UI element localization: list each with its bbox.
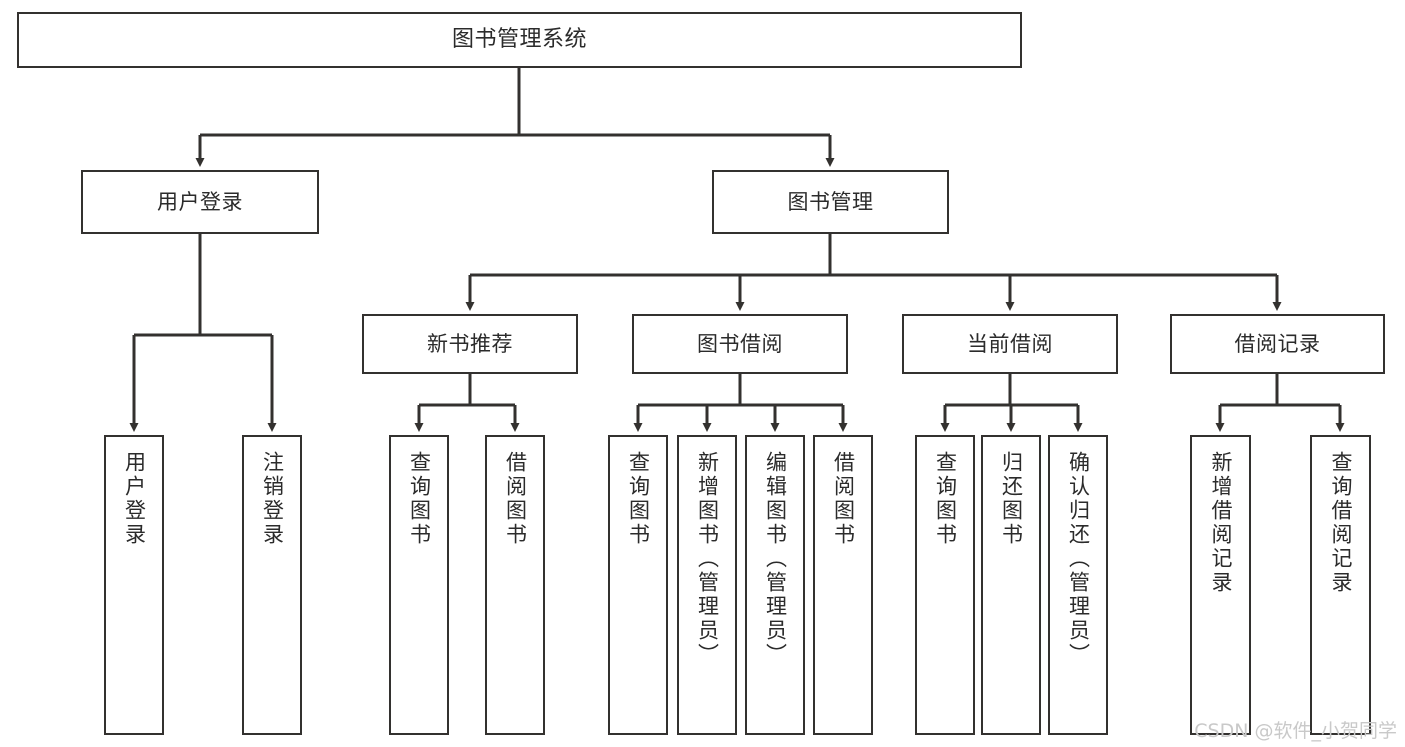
node-book-borrow[interactable]: 图书借阅 bbox=[632, 314, 848, 374]
node-leaf-query-book-1-label: 查询图书 bbox=[407, 451, 432, 547]
node-leaf-borrow-book-2-label: 借阅图书 bbox=[831, 451, 856, 547]
node-leaf-query-record-label: 查询借阅记录 bbox=[1329, 451, 1353, 595]
node-leaf-add-record-label: 新增借阅记录 bbox=[1209, 451, 1233, 595]
node-leaf-confirm-return-label: 确认归还（管理员） bbox=[1066, 451, 1091, 667]
node-leaf-query-book-3[interactable]: 查询图书 bbox=[915, 435, 975, 735]
node-leaf-add-book[interactable]: 新增图书（管理员） bbox=[677, 435, 737, 735]
node-leaf-confirm-return[interactable]: 确认归还（管理员） bbox=[1048, 435, 1108, 735]
node-leaf-query-book-3-label: 查询图书 bbox=[933, 451, 958, 547]
node-leaf-add-book-label: 新增图书（管理员） bbox=[695, 451, 720, 667]
node-root[interactable]: 图书管理系统 bbox=[17, 12, 1022, 68]
node-book-borrow-label: 图书借阅 bbox=[697, 331, 783, 356]
node-leaf-user-login-label: 用户登录 bbox=[122, 451, 147, 547]
node-leaf-query-book-2[interactable]: 查询图书 bbox=[608, 435, 668, 735]
csdn-watermark: CSDN @软件_小贺同学 bbox=[1194, 720, 1397, 742]
node-leaf-borrow-book-1[interactable]: 借阅图书 bbox=[485, 435, 545, 735]
node-root-label: 图书管理系统 bbox=[451, 27, 587, 53]
node-leaf-query-book-1[interactable]: 查询图书 bbox=[389, 435, 449, 735]
node-book-manage[interactable]: 图书管理 bbox=[712, 170, 949, 234]
node-leaf-return-book[interactable]: 归还图书 bbox=[981, 435, 1041, 735]
node-leaf-logout[interactable]: 注销登录 bbox=[242, 435, 302, 735]
node-leaf-borrow-book-2[interactable]: 借阅图书 bbox=[813, 435, 873, 735]
node-leaf-add-record[interactable]: 新增借阅记录 bbox=[1190, 435, 1251, 735]
node-leaf-borrow-book-1-label: 借阅图书 bbox=[503, 451, 528, 547]
node-new-book-recommend[interactable]: 新书推荐 bbox=[362, 314, 578, 374]
node-borrow-record-label: 借阅记录 bbox=[1234, 331, 1321, 356]
node-borrow-record[interactable]: 借阅记录 bbox=[1170, 314, 1385, 374]
node-leaf-edit-book-label: 编辑图书（管理员） bbox=[763, 451, 788, 667]
node-leaf-user-login[interactable]: 用户登录 bbox=[104, 435, 164, 735]
node-user-login-label: 用户登录 bbox=[157, 189, 243, 214]
node-new-book-recommend-label: 新书推荐 bbox=[427, 331, 513, 356]
node-book-manage-label: 图书管理 bbox=[787, 189, 874, 214]
node-leaf-return-book-label: 归还图书 bbox=[999, 451, 1024, 547]
node-current-borrow[interactable]: 当前借阅 bbox=[902, 314, 1118, 374]
node-current-borrow-label: 当前借阅 bbox=[967, 331, 1053, 356]
node-leaf-edit-book[interactable]: 编辑图书（管理员） bbox=[745, 435, 805, 735]
node-user-login[interactable]: 用户登录 bbox=[81, 170, 319, 234]
node-leaf-logout-label: 注销登录 bbox=[260, 451, 285, 547]
node-leaf-query-record[interactable]: 查询借阅记录 bbox=[1310, 435, 1371, 735]
node-leaf-query-book-2-label: 查询图书 bbox=[626, 451, 651, 547]
